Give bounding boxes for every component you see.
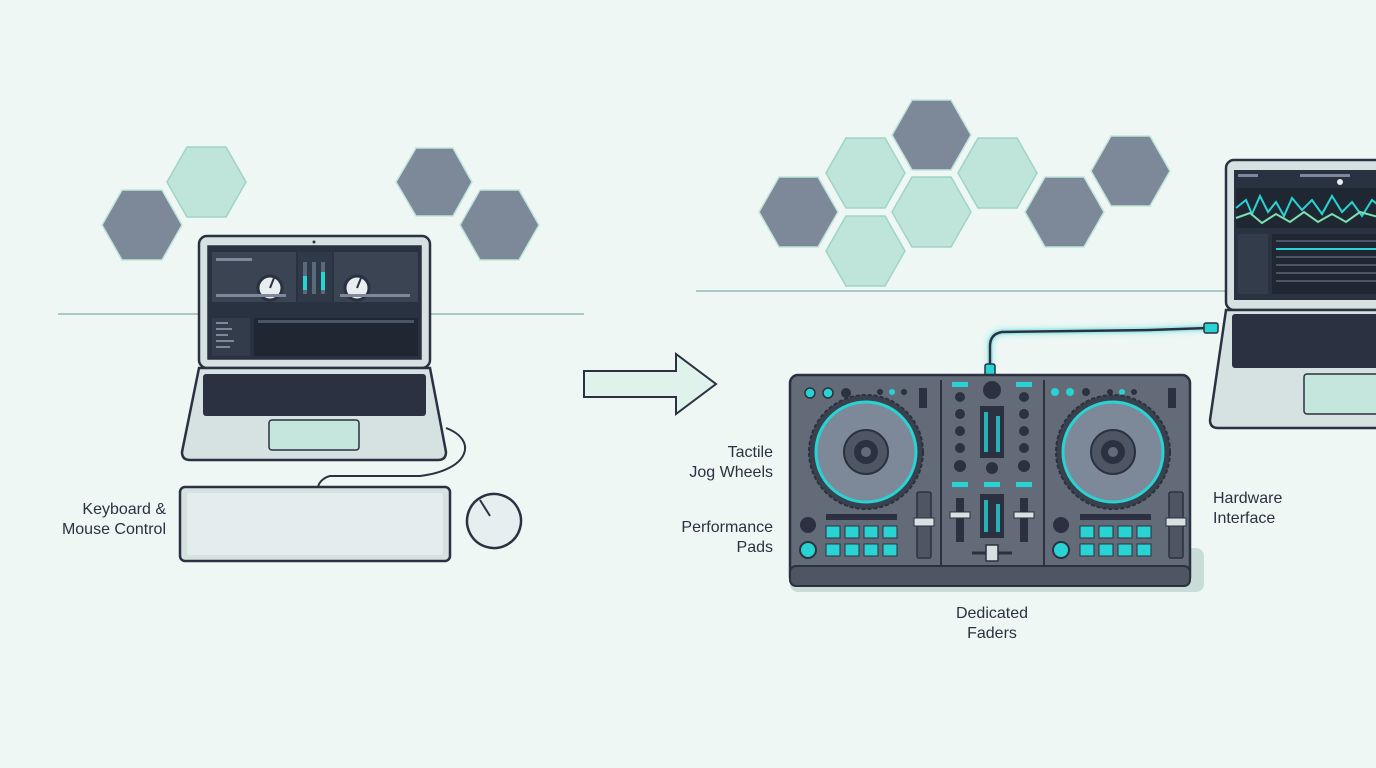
hexagon-gray [1090, 135, 1171, 207]
waveform-cyan [1235, 193, 1376, 219]
hexagon-mint [891, 176, 972, 248]
hexagon-mint [957, 137, 1038, 209]
play-button [1052, 541, 1070, 559]
hexagon-mint [825, 137, 906, 209]
channel-fader-1 [956, 498, 964, 542]
cue-button [1053, 517, 1069, 533]
laptop-trackpad [268, 419, 360, 451]
label-line: Faders [967, 625, 1017, 642]
label-line: Interface [1213, 510, 1276, 527]
left-laptop [180, 234, 448, 462]
right-hexagon-cluster [758, 99, 1171, 287]
label-keyboard-mouse: Keyboard & Mouse Control [36, 500, 166, 540]
label-line: Tactile [727, 444, 773, 461]
jog-wheel-right [1055, 394, 1171, 510]
right-arrow-icon [583, 352, 718, 416]
label-line: Hardware [1213, 490, 1283, 507]
waveform-panel [1236, 188, 1376, 228]
label-line: Dedicated [955, 605, 1029, 622]
label-dedicated-faders: Dedicated Faders [922, 604, 1062, 644]
usb-cable [987, 325, 1209, 376]
laptop-keyboard [1232, 314, 1376, 368]
label-hardware-interface: Hardware Interface [1213, 489, 1333, 529]
play-button [799, 541, 817, 559]
hexagon-mint [825, 215, 906, 287]
label-line: Keyboard & [82, 501, 166, 518]
mouse-button-seam [479, 499, 491, 517]
right-laptop [1208, 158, 1376, 430]
deck-button [841, 388, 851, 398]
laptop-trackpad [1303, 373, 1376, 415]
hexagon-gray [758, 176, 839, 248]
deck-button [804, 387, 816, 399]
external-keyboard [178, 485, 452, 563]
hexagon-gray [891, 99, 972, 171]
label-line: Jog Wheels [689, 464, 773, 481]
left-hexagon-cluster [101, 146, 540, 261]
jog-wheel-left [808, 394, 924, 510]
vu-meter [980, 406, 1004, 458]
hexagon-mint [166, 146, 247, 218]
mouse [465, 492, 523, 550]
mixer-section [949, 381, 1035, 562]
usb-plug [1203, 322, 1219, 334]
label-line: Performance [681, 519, 773, 536]
hexagon-gray [395, 147, 473, 217]
usb-cable-core [988, 326, 1209, 376]
browse-knob [983, 381, 1001, 399]
pitch-fader-small [919, 388, 927, 408]
controller-front-edge [789, 565, 1191, 587]
mouse-body [465, 492, 523, 550]
label-line: Mouse Control [61, 521, 166, 538]
label-line: Pads [736, 539, 773, 556]
channel-fader-2 [1020, 498, 1028, 542]
hexagon-gray [1024, 176, 1105, 248]
performance-pads-right [1052, 514, 1152, 559]
crossfader-knob [985, 544, 999, 562]
label-jog-wheels: Tactile Jog Wheels [632, 443, 773, 483]
laptop-keyboard [203, 374, 426, 416]
keyboard-cable [317, 427, 466, 489]
cue-button [800, 517, 816, 533]
hexagon-gray [101, 189, 183, 261]
hexagon-gray [459, 189, 540, 261]
waveform-green [1235, 210, 1376, 225]
dj-controller [788, 373, 1204, 592]
label-performance-pads: Performance Pads [632, 518, 773, 558]
performance-pads-left [799, 514, 898, 559]
deck-button [822, 387, 834, 399]
keyboard-keys [187, 493, 443, 555]
